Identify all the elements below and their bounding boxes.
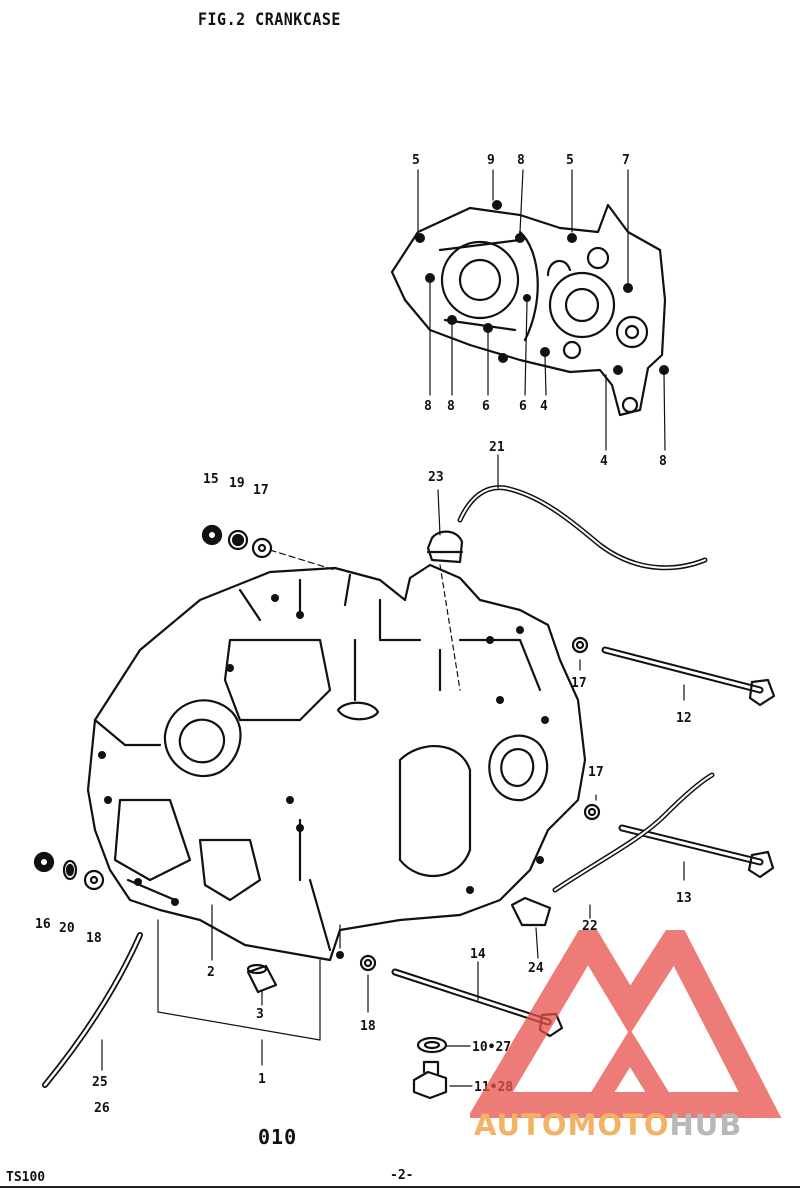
figure-title: FIG.2 CRANKCASE <box>198 8 341 30</box>
callout-19: 19 <box>229 476 245 491</box>
callout-4: 4 <box>540 399 548 414</box>
callout-23: 23 <box>428 470 444 485</box>
watermark-text-part2: HUB <box>669 1108 743 1142</box>
callout-18: 18 <box>86 931 102 946</box>
callout-24: 24 <box>528 961 544 976</box>
model-name: TS100 <box>6 1170 46 1185</box>
drain-hose <box>42 932 143 1088</box>
fitting-24 <box>510 896 552 927</box>
callout-17: 17 <box>253 483 269 498</box>
callout-10-27: 10•27 <box>472 1040 511 1055</box>
callout-14: 14 <box>470 947 486 962</box>
figure-ref-code: 010 <box>258 1125 298 1149</box>
callout-8: 8 <box>447 399 455 414</box>
callout-4: 4 <box>600 454 608 469</box>
callout-9: 9 <box>487 153 495 168</box>
watermark-text: AUTOMOTOHUB <box>474 1108 742 1142</box>
gasket-10-27 <box>416 1036 448 1054</box>
callout-25: 25 <box>92 1075 108 1090</box>
callout-17: 17 <box>571 676 587 691</box>
callout-5: 5 <box>566 153 574 168</box>
callout-21: 21 <box>489 440 505 455</box>
callout-6: 6 <box>519 399 527 414</box>
watermark-logo <box>470 930 782 1118</box>
crankcase-body <box>86 563 587 962</box>
breather-cap <box>426 530 464 564</box>
bottom-border <box>0 1186 800 1188</box>
dowel-pin-3 <box>246 963 278 994</box>
callout-8: 8 <box>659 454 667 469</box>
bolt-13 <box>583 803 775 879</box>
callout-18: 18 <box>360 1019 376 1034</box>
page-number: -2- <box>390 1168 414 1183</box>
callout-3: 3 <box>256 1007 264 1022</box>
crankcase-bolt-holes <box>98 594 549 959</box>
callout-7: 7 <box>622 153 630 168</box>
watermark-text-part1: AUTOMOTO <box>474 1108 670 1142</box>
callout-6: 6 <box>482 399 490 414</box>
callout-2: 2 <box>207 965 215 980</box>
main-leader-lines <box>101 454 685 1087</box>
callout-12: 12 <box>676 711 692 726</box>
callout-5: 5 <box>412 153 420 168</box>
callout-26: 26 <box>94 1101 110 1116</box>
callout-20: 20 <box>59 921 75 936</box>
nut-washer-set-upper <box>201 524 336 571</box>
callout-16: 16 <box>35 917 51 932</box>
callout-13: 13 <box>676 891 692 906</box>
crankcase-inset-view <box>390 203 667 417</box>
callout-labels: 5 9 8 5 7 8 8 6 6 4 4 8 21 23 15 19 17 1… <box>35 153 692 1116</box>
drain-plug-11-28 <box>412 1060 448 1100</box>
bolt-12 <box>571 636 776 707</box>
callout-15: 15 <box>203 472 219 487</box>
inset-leader-lines <box>417 169 666 451</box>
callout-8: 8 <box>517 153 525 168</box>
callout-1: 1 <box>258 1072 266 1087</box>
breather-hose <box>457 485 708 571</box>
nut-washer-set-lower <box>33 851 105 891</box>
callout-17: 17 <box>588 765 604 780</box>
inset-fastener-dots <box>415 200 669 375</box>
callout-8: 8 <box>424 399 432 414</box>
